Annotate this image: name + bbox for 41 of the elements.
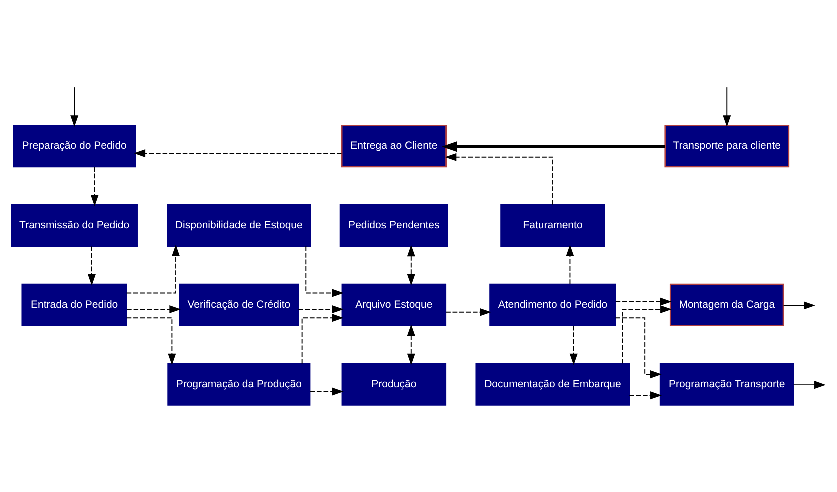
arrow <box>126 244 180 294</box>
arrow <box>302 314 344 364</box>
arrow <box>793 381 826 390</box>
node-box: Produção <box>342 363 447 406</box>
node-box: Arquivo Estoque <box>342 284 447 326</box>
arrow <box>570 326 578 366</box>
arrow <box>88 246 96 286</box>
node-box: Programação Transporte <box>660 363 794 406</box>
arrow <box>310 388 344 396</box>
node-box: Transporte para cliente <box>664 125 790 168</box>
arrow <box>126 305 182 314</box>
arrow <box>445 153 554 206</box>
arrow <box>407 324 416 366</box>
arrow <box>446 308 492 316</box>
arrow <box>783 302 816 310</box>
node-box: Documentação de Embarque <box>476 363 630 406</box>
arrow <box>70 87 79 128</box>
node-box: Entrega ao Cliente <box>341 125 448 168</box>
node-box: Montagem da Carga <box>670 284 784 326</box>
arrow <box>134 150 342 158</box>
node-box: Verificação de Crédito <box>179 284 300 326</box>
arrow <box>298 305 344 314</box>
node-box: Preparação do Pedido <box>13 125 136 168</box>
arrow <box>615 318 662 379</box>
arrow <box>90 166 99 206</box>
arrow <box>407 245 416 286</box>
node-box: Programação da Produção <box>168 363 311 406</box>
node-box: Entrada do Pedido <box>22 284 128 326</box>
arrow <box>566 245 574 285</box>
arrow <box>723 87 732 128</box>
node-box: Pedidos Pendentes <box>340 204 448 248</box>
node-box: Disponibilidade de Estoque <box>167 204 312 248</box>
node-box: Transmissão do Pedido <box>11 204 138 248</box>
arrow <box>126 318 176 366</box>
arrow <box>629 392 662 400</box>
node-box: Atendimento do Pedido <box>490 284 616 326</box>
node-box: Faturamento <box>500 204 606 248</box>
arrow <box>306 246 344 298</box>
arrow <box>442 141 666 152</box>
arrow <box>615 298 672 306</box>
arrow <box>622 305 672 364</box>
